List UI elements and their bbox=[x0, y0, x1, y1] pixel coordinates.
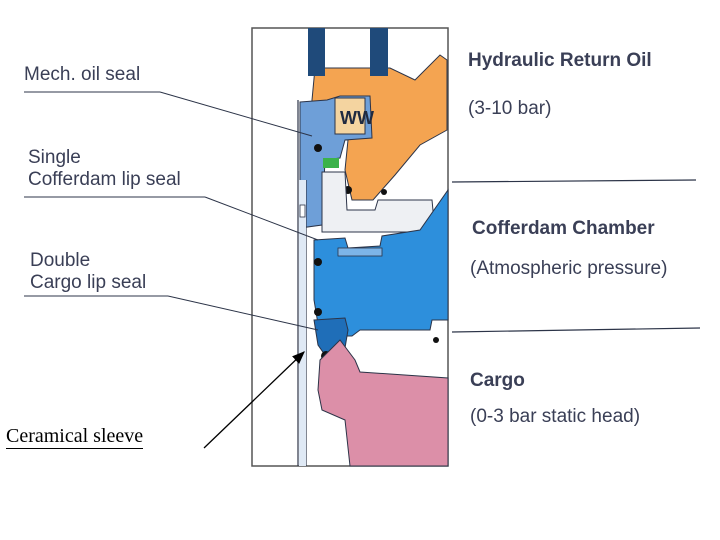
cargo-pressure-label: (0-3 bar static head) bbox=[470, 406, 641, 427]
divider-cofferdam-cargo bbox=[451, 327, 701, 333]
divider-hydraulic-cofferdam bbox=[451, 179, 697, 183]
sleeve-arrow bbox=[203, 351, 305, 449]
intermediate-ring bbox=[321, 171, 436, 233]
upper-ring-right bbox=[370, 28, 388, 76]
double-cargo-label-line2: Cargo lip seal bbox=[30, 272, 147, 293]
single-seal-leader bbox=[204, 196, 319, 241]
upper-ring-left bbox=[308, 28, 325, 76]
spring-symbol: WW bbox=[340, 108, 374, 128]
o-ring-right-lower bbox=[433, 337, 439, 343]
single-lip-seal bbox=[337, 247, 383, 257]
double-seal-leader bbox=[167, 295, 319, 331]
o-ring-cofferdam-upper bbox=[314, 258, 322, 266]
double-cargo-label-line1: Double bbox=[30, 250, 91, 271]
cofferdam-pressure-label: (Atmospheric pressure) bbox=[470, 258, 668, 279]
o-ring-upper bbox=[314, 144, 322, 152]
hydraulic-return-oil-title: Hydraulic Return Oil bbox=[468, 50, 652, 71]
o-ring-cofferdam-lower bbox=[314, 308, 322, 316]
single-cofferdam-label-line1: Single bbox=[28, 147, 81, 168]
green-o-ring bbox=[323, 158, 339, 168]
o-ring-right bbox=[381, 189, 387, 195]
sleeve-slot bbox=[299, 204, 306, 218]
hydraulic-pressure-label: (3-10 bar) bbox=[468, 98, 552, 119]
cargo-region bbox=[317, 339, 449, 467]
mech-seal-leader bbox=[159, 91, 313, 137]
cargo-title: Cargo bbox=[470, 370, 525, 391]
mech-oil-seal-label: Mech. oil seal bbox=[24, 64, 141, 85]
spring-housing bbox=[334, 97, 366, 135]
cofferdam-chamber-title: Cofferdam Chamber bbox=[472, 218, 655, 239]
single-cofferdam-label-line2: Cofferdam lip seal bbox=[28, 169, 181, 190]
ceramic-sleeve bbox=[299, 180, 306, 466]
ceramical-sleeve-label: Ceramical sleeve bbox=[6, 425, 144, 449]
